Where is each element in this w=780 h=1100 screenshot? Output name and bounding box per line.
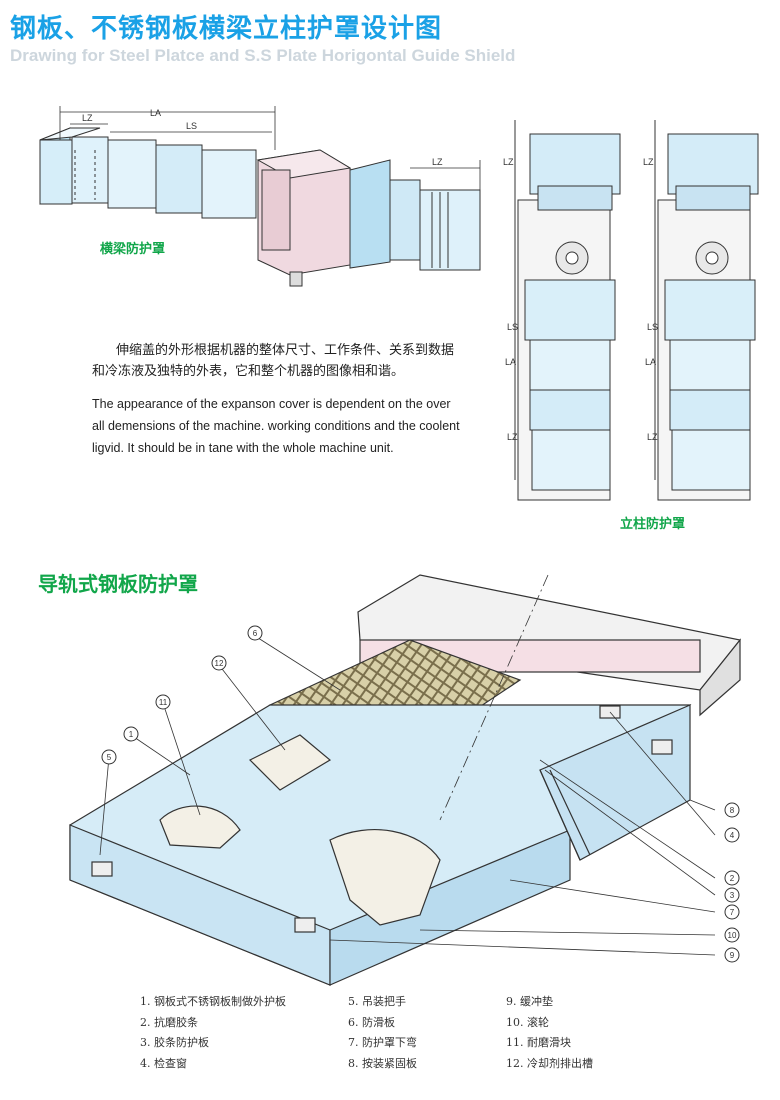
leader-lines <box>99 635 716 956</box>
legend-item: 9. 缓冲垫 <box>506 995 553 1008</box>
callout-8: 8 <box>724 802 740 818</box>
callout-10: 10 <box>724 927 740 943</box>
legend-item: 6. 防滑板 <box>348 1015 395 1029</box>
legend-item: 7. 防护罩下弯 <box>348 1036 417 1049</box>
legend-item: 2. 抗磨胶条 <box>140 1015 198 1029</box>
svg-text:11: 11 <box>159 698 168 707</box>
callout-7: 7 <box>724 904 740 920</box>
svg-text:1: 1 <box>129 730 134 739</box>
legend-item: 10. 滚轮 <box>506 1015 549 1029</box>
legend-item: 3. 胶条防护板 <box>140 1036 209 1049</box>
legend-column-2: 5. 吊装把手 6. 防滑板 7. 防护罩下弯 8. 按装紧固板 <box>348 992 417 1074</box>
legend-column-1: 1. 钢板式不锈钢板制做外护板 2. 抗磨胶条 3. 胶条防护板 4. 检查窗 <box>140 992 286 1074</box>
callout-4: 4 <box>724 827 740 843</box>
svg-text:4: 4 <box>730 831 735 840</box>
legend-column-3: 9. 缓冲垫 10. 滚轮 11. 耐磨滑块 12. 冷却剂排出槽 <box>506 992 593 1074</box>
column-guard-left-drawing <box>514 120 621 501</box>
page-subtitle: Drawing for Steel Platce and S.S Plate H… <box>10 46 516 65</box>
col-left-ls: LS <box>507 322 518 332</box>
col-right-ls: LS <box>647 322 658 332</box>
legend-item: 1. 钢板式不锈钢板制做外护板 <box>140 995 286 1008</box>
col-left-lz-top: LZ <box>503 157 514 167</box>
svg-text:6: 6 <box>253 629 258 638</box>
beam-dim-la: LA <box>150 108 161 118</box>
callout-12: 12 <box>211 655 227 671</box>
callout-1: 1 <box>123 726 139 742</box>
col-right-lz-bottom: LZ <box>647 432 658 442</box>
col-left-la: LA <box>505 357 516 367</box>
beam-guard-caption: 横梁防护罩 <box>100 242 166 257</box>
svg-text:9: 9 <box>730 951 735 960</box>
svg-text:10: 10 <box>728 931 737 940</box>
callout-11: 11 <box>155 694 171 710</box>
callout-9: 9 <box>724 947 740 963</box>
svg-text:12: 12 <box>215 659 224 668</box>
page-title: 钢板、不锈钢板横梁立柱护罩设计图 <box>10 14 443 44</box>
guideway-guard-drawing <box>69 574 742 986</box>
col-right-la: LA <box>645 357 656 367</box>
svg-text:2: 2 <box>730 874 735 883</box>
svg-text:8: 8 <box>730 806 735 815</box>
col-left-lz-bottom: LZ <box>507 432 518 442</box>
callout-3: 3 <box>724 887 740 903</box>
beam-dim-lz-right: LZ <box>432 157 443 167</box>
guideway-section-title: 导轨式钢板防护罩 <box>38 572 198 596</box>
col-right-lz-top: LZ <box>643 157 654 167</box>
column-guard-right-drawing <box>654 120 759 501</box>
description-en: The appearance of the expanson cover is … <box>92 397 460 455</box>
svg-text:7: 7 <box>730 908 735 917</box>
svg-text:3: 3 <box>730 891 735 900</box>
legend-item: 12. 冷却剂排出槽 <box>506 1056 593 1070</box>
beam-dim-ls: LS <box>186 121 197 131</box>
callout-2: 2 <box>724 870 740 886</box>
legend-item: 8. 按装紧固板 <box>348 1056 417 1070</box>
column-guard-caption: 立柱防护罩 <box>620 517 686 532</box>
legend-item: 4. 检查窗 <box>140 1056 187 1070</box>
legend-item: 11. 耐磨滑块 <box>506 1036 571 1049</box>
svg-text:5: 5 <box>107 753 112 762</box>
legend-item: 5. 吊装把手 <box>348 995 406 1008</box>
callout-6: 6 <box>247 625 263 641</box>
description-cn: 伸缩盖的外形根据机器的整体尺寸、工作条件、关系到数据和冷冻液及独特的外表，它和整… <box>92 343 455 379</box>
beam-dim-lz: LZ <box>82 113 93 123</box>
callout-5: 5 <box>101 749 117 765</box>
beam-guard-drawing <box>39 106 481 287</box>
callouts: 6 12 11 1 5 8 4 2 3 7 10 9 <box>101 625 740 963</box>
